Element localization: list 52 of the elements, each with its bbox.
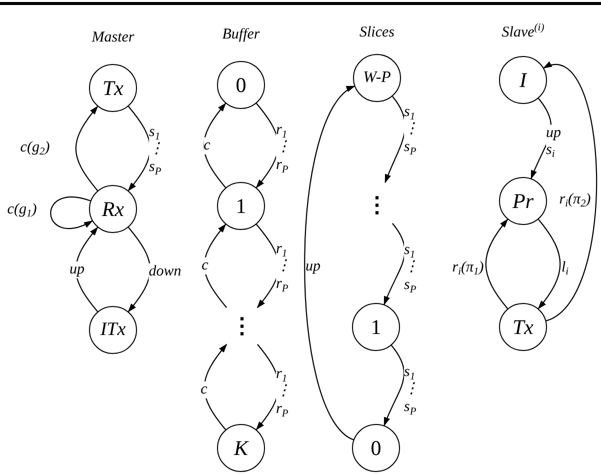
transition-arrow (384, 345, 405, 426)
transition-arrow (538, 219, 561, 310)
self-loop-arrow (50, 196, 94, 229)
edge-label: c(g$_{1}$) (7, 201, 37, 219)
state-label: ITx (100, 319, 126, 341)
column-title: Slices (360, 24, 394, 42)
edge-label: r$_{i}$(π$_{2}$) (559, 191, 591, 209)
edge-label: down (148, 263, 182, 281)
state-circle (499, 303, 547, 351)
state-label: Tx (102, 76, 124, 100)
state-circle (499, 56, 547, 104)
transition-arrow (75, 226, 98, 312)
transition-arrow (204, 224, 227, 308)
transition-arrow (304, 86, 356, 440)
state-circle (89, 306, 137, 354)
ellipsis: ⋮ (231, 315, 253, 337)
transition-arrow (204, 344, 228, 430)
edge-label: c(g$_{2}$) (20, 139, 50, 157)
edge-label: l$_{i}$ (561, 259, 569, 277)
state-label: Rx (102, 196, 124, 222)
transition-arrow (75, 106, 98, 191)
column-title: Master (92, 30, 134, 46)
state-circle (353, 54, 401, 102)
state-label: Pr (512, 188, 534, 214)
state-circle (352, 424, 400, 472)
column-title: Slave$^{(i)}$ (502, 24, 544, 42)
state-label: 1 (236, 194, 246, 218)
state-label: 1 (370, 314, 382, 340)
state-circle (217, 61, 265, 109)
edge-label: up (70, 261, 84, 279)
state-label: 0 (370, 436, 382, 460)
state-circle (89, 64, 137, 112)
state-label: I (520, 68, 526, 92)
edge-label: r$_{i}$(π$_{1}$) (452, 259, 484, 277)
transition-arrow (384, 223, 406, 306)
ellipsis: ⋮ (366, 194, 388, 216)
state-circle (499, 177, 547, 225)
state-label: 0 (236, 72, 246, 98)
edge-label: c (204, 137, 210, 155)
state-label: Tx (512, 314, 534, 340)
transition-arrow (485, 218, 508, 309)
state-circle (217, 424, 265, 472)
edge-label: c (200, 381, 208, 399)
transition-arrow (542, 63, 598, 322)
edge-label: c (202, 257, 208, 275)
state-circle (217, 182, 265, 230)
column-title: Buffer (222, 26, 260, 44)
state-label: K (234, 436, 248, 460)
state-circle (89, 185, 137, 233)
state-circle (352, 303, 400, 351)
state-label: W-P (363, 69, 391, 87)
transition-arrow (203, 102, 226, 188)
